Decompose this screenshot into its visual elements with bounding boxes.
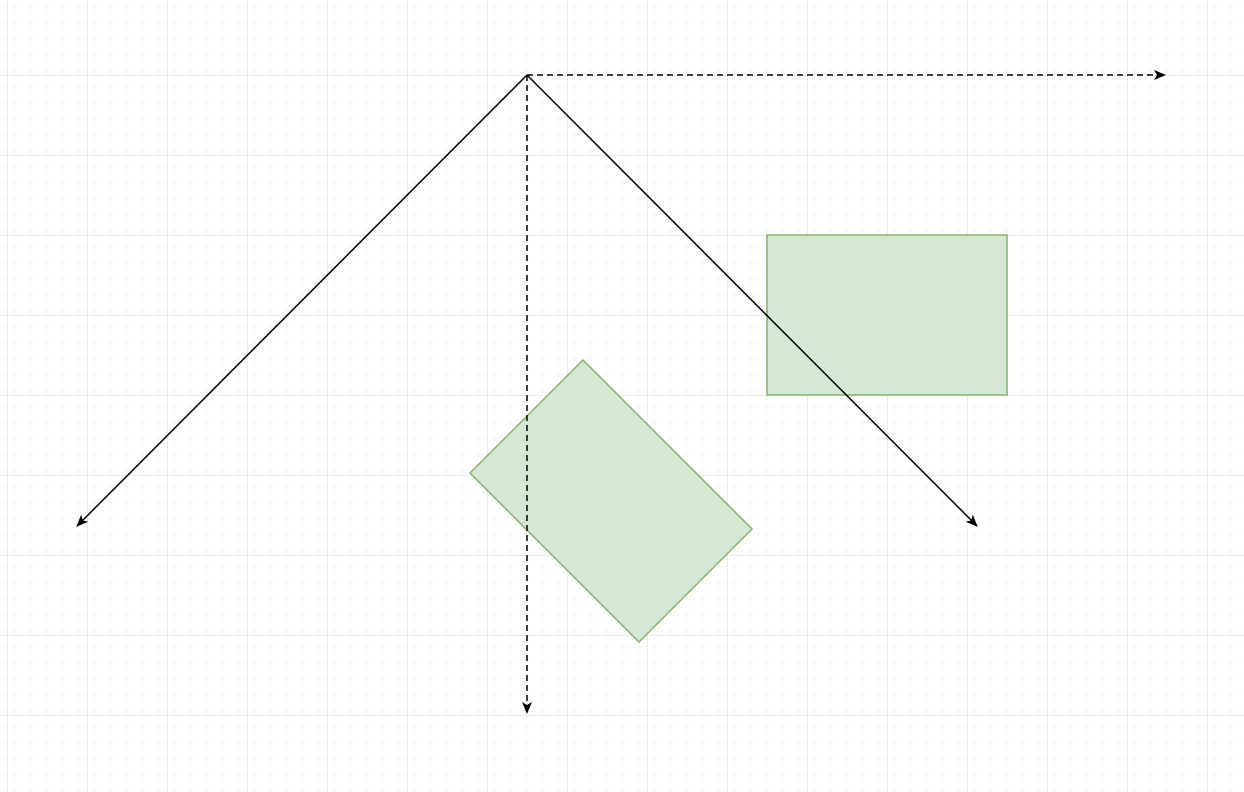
rotated-green-rectangle[interactable]: [468, 358, 754, 644]
green-rectangle[interactable]: [766, 234, 1008, 396]
solid-arrow-down-left[interactable]: [76, 74, 528, 527]
solid-arrow-down-right[interactable]: [526, 74, 978, 527]
